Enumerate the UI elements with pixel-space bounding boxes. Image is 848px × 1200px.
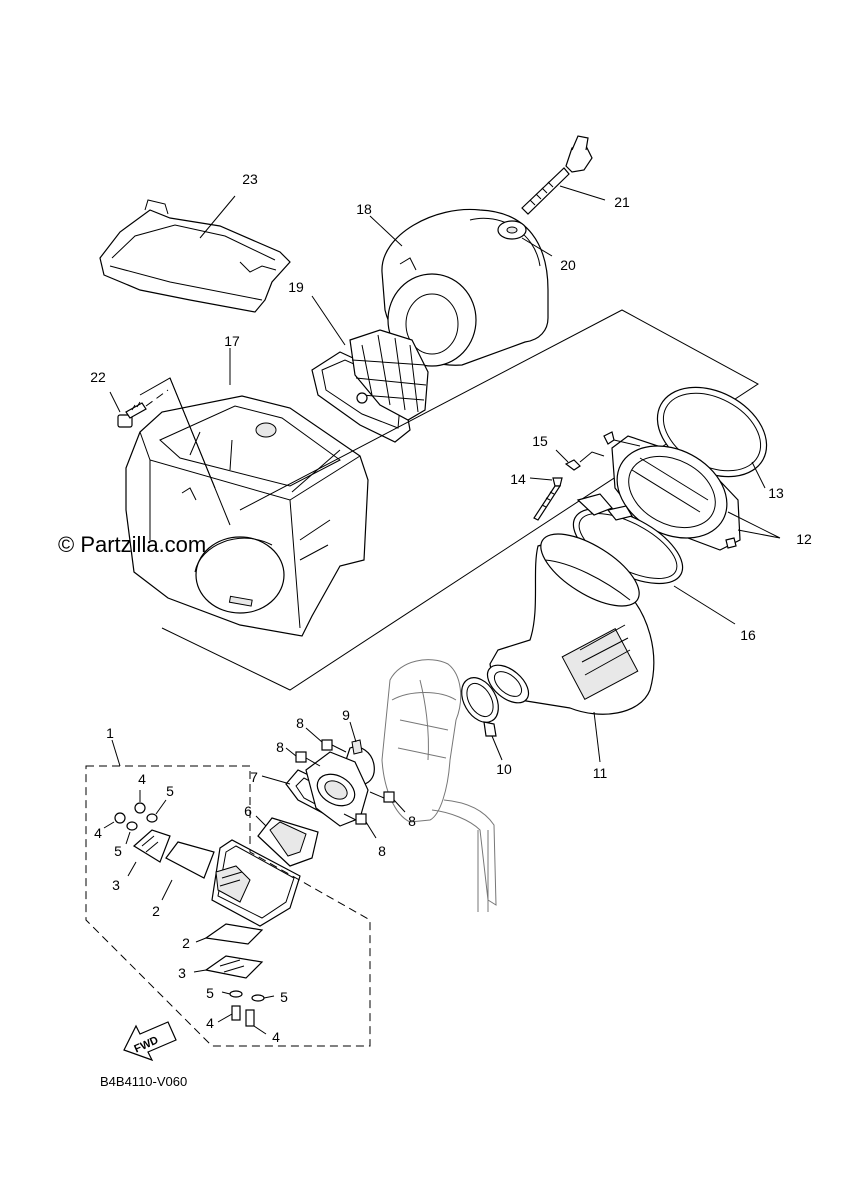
part-23-airbox-cover[interactable] [99,199,291,313]
part-19-filter-cage[interactable] [311,329,429,443]
callout-4-d: 4 [272,1029,280,1045]
callout-2-a: 2 [152,903,160,919]
part-5-washer-lower-a[interactable] [229,990,243,998]
reed-valve-assembly[interactable] [211,839,301,927]
callout-5-c: 5 [206,985,214,1001]
part-2-reed-plate-upper[interactable] [165,841,215,879]
part-12-joint-assembly[interactable] [601,428,743,557]
callout-17: 17 [224,333,240,349]
callout-19: 19 [288,279,304,295]
part-17-airbox[interactable] [125,395,369,637]
part-8-bolt-d[interactable] [343,813,367,825]
part-14-screw[interactable] [533,477,563,521]
callout-20: 20 [560,257,576,273]
callout-21: 21 [614,194,630,210]
part-5-washer-lower-b[interactable] [251,994,265,1002]
callout-7: 7 [250,769,258,785]
part-4-screw-lower-b[interactable] [245,1009,255,1027]
callout-14: 14 [510,471,526,487]
callout-3-a: 3 [112,877,120,893]
intake-manifold[interactable] [305,751,369,827]
part-5-washer-upper-a[interactable] [146,813,158,823]
part-8-bolt-c[interactable] [369,791,395,803]
callout-8-b: 8 [276,739,284,755]
part-4-screw-upper-b[interactable] [114,812,126,824]
callout-9: 9 [342,707,350,723]
part-20-washer[interactable] [497,220,527,240]
callout-18: 18 [356,201,372,217]
part-10-clamp-band[interactable] [454,671,506,737]
callout-4-b: 4 [94,825,102,841]
callout-3-b: 3 [178,965,186,981]
callout-11: 11 [593,765,608,781]
callout-22: 22 [90,369,106,385]
callout-15: 15 [532,433,548,449]
part-16-hose-band[interactable] [562,493,694,599]
callout-8-d: 8 [378,843,386,859]
part-22-bolt[interactable] [117,401,147,428]
part-4-screw-lower-a[interactable] [231,1005,241,1021]
callout-5-d: 5 [280,989,288,1005]
callout-4-c: 4 [206,1015,214,1031]
part-21-wing-bolt[interactable] [521,135,593,215]
part-6-reed-valve[interactable] [257,817,319,867]
callout-12: 12 [796,531,812,547]
part-8-bolt-a[interactable] [321,739,347,753]
carburetor-reference-outline [381,659,497,912]
callout-23: 23 [242,171,258,187]
callout-5-a: 5 [166,783,174,799]
callout-8-a: 8 [296,715,304,731]
part-4-screw-upper-a[interactable] [134,802,146,814]
part-1-group-boundary [85,765,371,1047]
callout-6: 6 [244,803,252,819]
callout-8-c: 8 [408,813,416,829]
part-8-bolt-b[interactable] [295,751,321,767]
callout-1: 1 [106,725,114,741]
part-3-reed-stopper-upper[interactable] [132,829,171,863]
diagram-code: B4B4110-V060 [100,1074,187,1089]
partzilla-watermark: © Partzilla.com [58,532,206,557]
callout-4-a: 4 [138,771,146,787]
part-3-reed-stopper-lower[interactable] [204,955,264,979]
forward-direction-arrow: FWD [123,1021,177,1062]
callout-5-b: 5 [114,843,122,859]
part-15-nut[interactable] [564,459,581,471]
part-5-washer-upper-b[interactable] [126,821,138,831]
callout-10: 10 [496,761,512,777]
callout-16: 16 [740,627,756,643]
callout-13: 13 [768,485,784,501]
part-11-intake-duct[interactable] [481,520,655,715]
part-2-reed-plate-lower[interactable] [204,923,264,945]
callout-2-b: 2 [182,935,190,951]
